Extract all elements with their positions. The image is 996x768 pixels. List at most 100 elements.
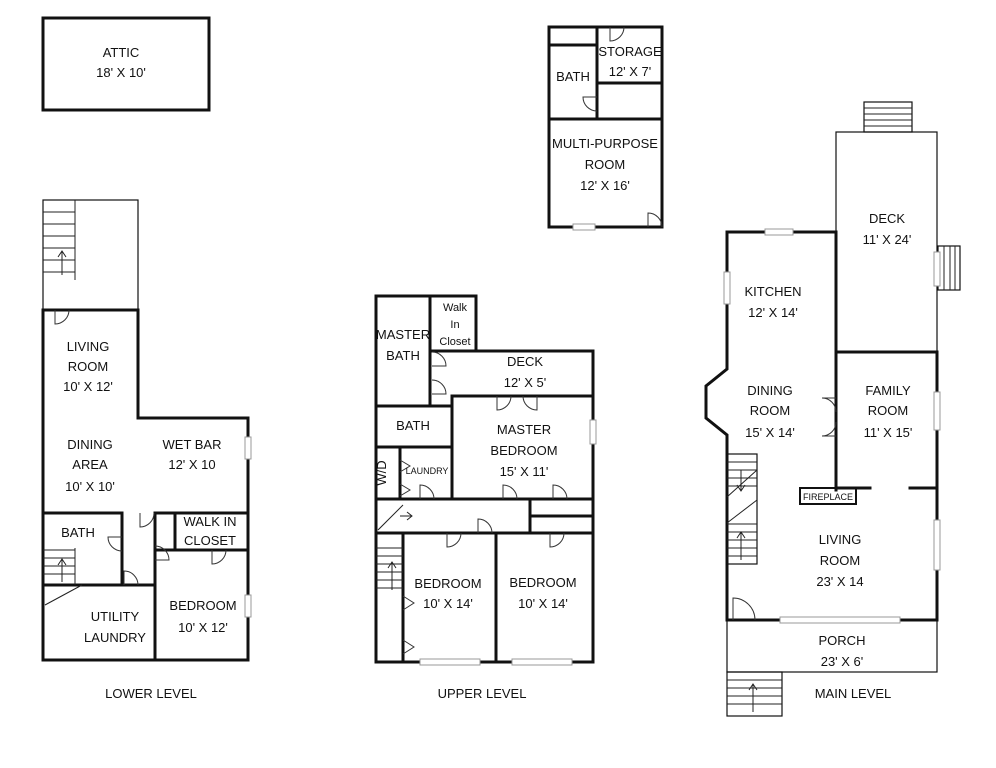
main-window	[779, 616, 901, 624]
main-door[interactable]	[821, 397, 837, 413]
porch-stairs-treads	[727, 679, 782, 712]
upper-door[interactable]	[477, 518, 493, 534]
lower-window	[244, 594, 252, 618]
main-door[interactable]	[732, 597, 756, 621]
upper-door[interactable]	[402, 595, 415, 611]
upper-door[interactable]	[549, 532, 565, 548]
upper-door[interactable]	[446, 532, 462, 548]
lower-top-stairs	[43, 200, 76, 280]
upper-closet-label: Closet	[439, 336, 470, 348]
deck-stairs-side-treads	[943, 246, 956, 290]
upper-door[interactable]	[399, 483, 411, 497]
deck-stairs-top	[863, 101, 913, 133]
main-level-plan: KITCHEN 12' X 14' DECK 11' X 24' DINING …	[704, 101, 961, 717]
main-living-label: LIVING	[819, 532, 862, 547]
family-room-size: 11' X 15'	[864, 425, 913, 440]
lower-closet-label: CLOSET	[184, 533, 236, 548]
dining-room-size: 15' X 14'	[745, 425, 795, 440]
deck-stairs-top-treads	[864, 107, 912, 127]
outbuilding-door[interactable]	[609, 26, 625, 42]
multi-purpose-label: MULTI-PURPOSE	[552, 136, 658, 151]
attic-size: 18' X 10'	[96, 65, 146, 80]
upper-door[interactable]	[419, 484, 435, 500]
laundry-label: LAUNDRY	[406, 466, 449, 476]
lower-door[interactable]	[123, 570, 139, 586]
master-bedroom-size: 15' X 11'	[500, 464, 549, 479]
master-bath-label: BATH	[386, 348, 420, 363]
lower-door[interactable]	[211, 549, 227, 565]
upper-deck-size: 12' X 5'	[504, 375, 547, 390]
lower-bath-label: BATH	[61, 525, 95, 540]
upper-bedroom-2-size: 10' X 14'	[518, 596, 568, 611]
outbuilding-door[interactable]	[647, 212, 663, 228]
deck-stairs-side	[937, 245, 961, 291]
main-stairs	[726, 453, 758, 565]
main-level-title: MAIN LEVEL	[815, 686, 892, 701]
lower-dining-label: DINING	[67, 437, 113, 452]
kitchen-label: KITCHEN	[744, 284, 801, 299]
deck-rail-opening	[933, 251, 941, 287]
lower-closet-label: WALK IN	[184, 514, 237, 529]
main-living-size: 23' X 14	[816, 574, 863, 589]
lower-bedroom-label: BEDROOM	[169, 598, 236, 613]
upper-outline	[374, 294, 595, 664]
upper-window	[511, 658, 573, 666]
storage-label: STORAGE	[598, 44, 662, 59]
upper-level-plan: MASTER BATH Walk In Closet DECK 12' X 5'…	[374, 294, 597, 701]
master-bedroom-label: BEDROOM	[490, 443, 557, 458]
main-stairs-treads	[726, 461, 758, 560]
upper-bath-label: BATH	[396, 418, 430, 433]
outbuilding-bath-label: BATH	[556, 69, 590, 84]
lower-stair-block	[42, 199, 139, 311]
family-room-label: ROOM	[868, 403, 908, 418]
porch-label: PORCH	[819, 633, 866, 648]
lower-wetbar-size: 12' X 10	[168, 457, 215, 472]
lower-bath-stairs	[43, 548, 83, 606]
upper-door[interactable]	[402, 639, 415, 655]
attic-outline	[41, 16, 211, 112]
lower-bedroom-size: 10' X 12'	[178, 620, 228, 635]
upper-bedroom-1-size: 10' X 14'	[423, 596, 473, 611]
upper-level-title: UPPER LEVEL	[438, 686, 527, 701]
lower-living-label: ROOM	[68, 359, 108, 374]
lower-door[interactable]	[107, 536, 123, 552]
lower-door[interactable]	[139, 512, 155, 528]
lower-living-size: 10' X 12'	[63, 379, 113, 394]
outbuilding-door[interactable]	[582, 96, 598, 112]
upper-deck-label: DECK	[507, 354, 543, 369]
outbuilding-outline	[547, 25, 664, 229]
main-window	[764, 228, 794, 236]
multi-purpose-size: 12' X 16'	[580, 178, 630, 193]
kitchen-size: 12' X 14'	[748, 305, 798, 320]
porch-stairs	[726, 671, 783, 717]
lower-door[interactable]	[154, 545, 170, 561]
upper-door[interactable]	[496, 395, 512, 411]
upper-door[interactable]	[431, 379, 447, 395]
lower-wetbar-label: WET BAR	[163, 437, 222, 452]
dining-room-label: DINING	[747, 383, 793, 398]
lower-level-plan: LIVING ROOM 10' X 12' DINING AREA 10' X …	[41, 199, 252, 701]
upper-door[interactable]	[399, 459, 411, 473]
upper-door[interactable]	[552, 484, 568, 500]
upper-window	[419, 658, 481, 666]
upper-door[interactable]	[522, 395, 538, 411]
outbuilding-plan: STORAGE 12' X 7' BATH MULTI-PURPOSE ROOM…	[547, 25, 664, 231]
lower-window	[244, 436, 252, 460]
outbuilding-window	[572, 223, 596, 231]
main-door[interactable]	[821, 421, 837, 437]
fireplace-box	[799, 487, 857, 505]
family-room-label: FAMILY	[865, 383, 911, 398]
upper-closet-label: In	[450, 319, 459, 331]
storage-size: 12' X 7'	[609, 64, 652, 79]
wd-label: W/D	[374, 460, 389, 485]
upper-door[interactable]	[502, 484, 518, 500]
upper-closet-label: Walk	[443, 302, 468, 314]
lower-door[interactable]	[54, 309, 70, 325]
main-window	[723, 271, 731, 305]
upper-stairs	[376, 504, 413, 590]
upper-door[interactable]	[431, 351, 447, 367]
attic-plan: ATTIC 18' X 10'	[41, 16, 211, 112]
main-window	[933, 519, 941, 571]
multi-purpose-label: ROOM	[585, 157, 625, 172]
